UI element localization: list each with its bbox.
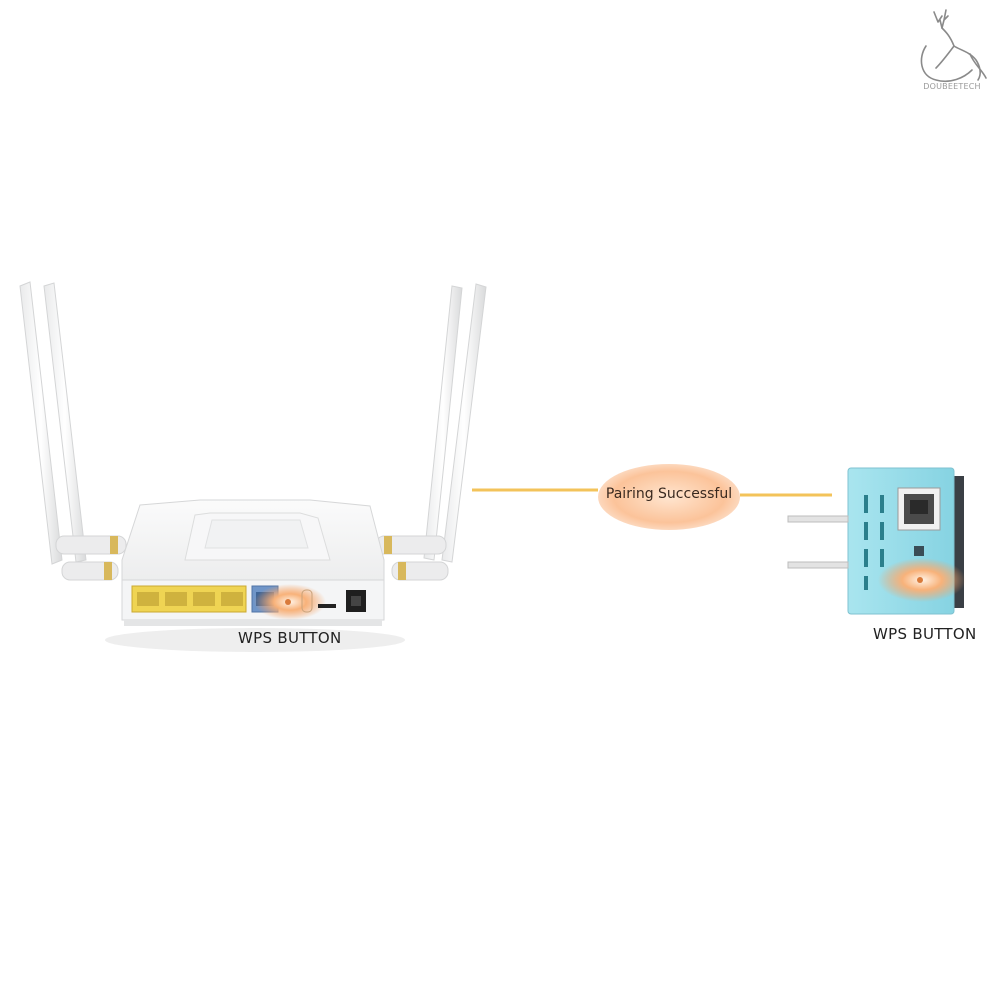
ethernet-port-icon <box>897 487 941 531</box>
extender-wps-label: WPS BUTTON <box>873 625 977 643</box>
power-jack-icon <box>346 590 366 612</box>
router-wps-button <box>254 584 326 620</box>
brand-logo-text: DOUBEETECH <box>923 82 981 91</box>
ethernet-port-icon <box>193 592 215 606</box>
router-shadow <box>105 628 405 652</box>
plug-prong-icon <box>787 515 849 523</box>
router-antennas <box>19 281 487 581</box>
router-reset-slot <box>318 604 336 608</box>
pairing-status-glow <box>598 464 740 530</box>
antenna-icon <box>441 283 487 563</box>
ethernet-port-icon <box>165 592 187 606</box>
plug-prong-icon <box>787 561 849 569</box>
antenna-icon <box>19 281 63 565</box>
router-wps-label: WPS BUTTON <box>238 629 342 647</box>
pairing-status-text: Pairing Successful <box>605 486 733 502</box>
ethernet-port-icon <box>221 592 243 606</box>
ethernet-port-icon <box>137 592 159 606</box>
extender-wps-button <box>878 558 966 602</box>
deer-logo-icon <box>920 9 987 83</box>
antenna-icon <box>423 285 463 561</box>
antenna-icon <box>43 282 87 563</box>
router-lan-ports <box>131 585 247 613</box>
wifi-extender <box>787 467 966 615</box>
